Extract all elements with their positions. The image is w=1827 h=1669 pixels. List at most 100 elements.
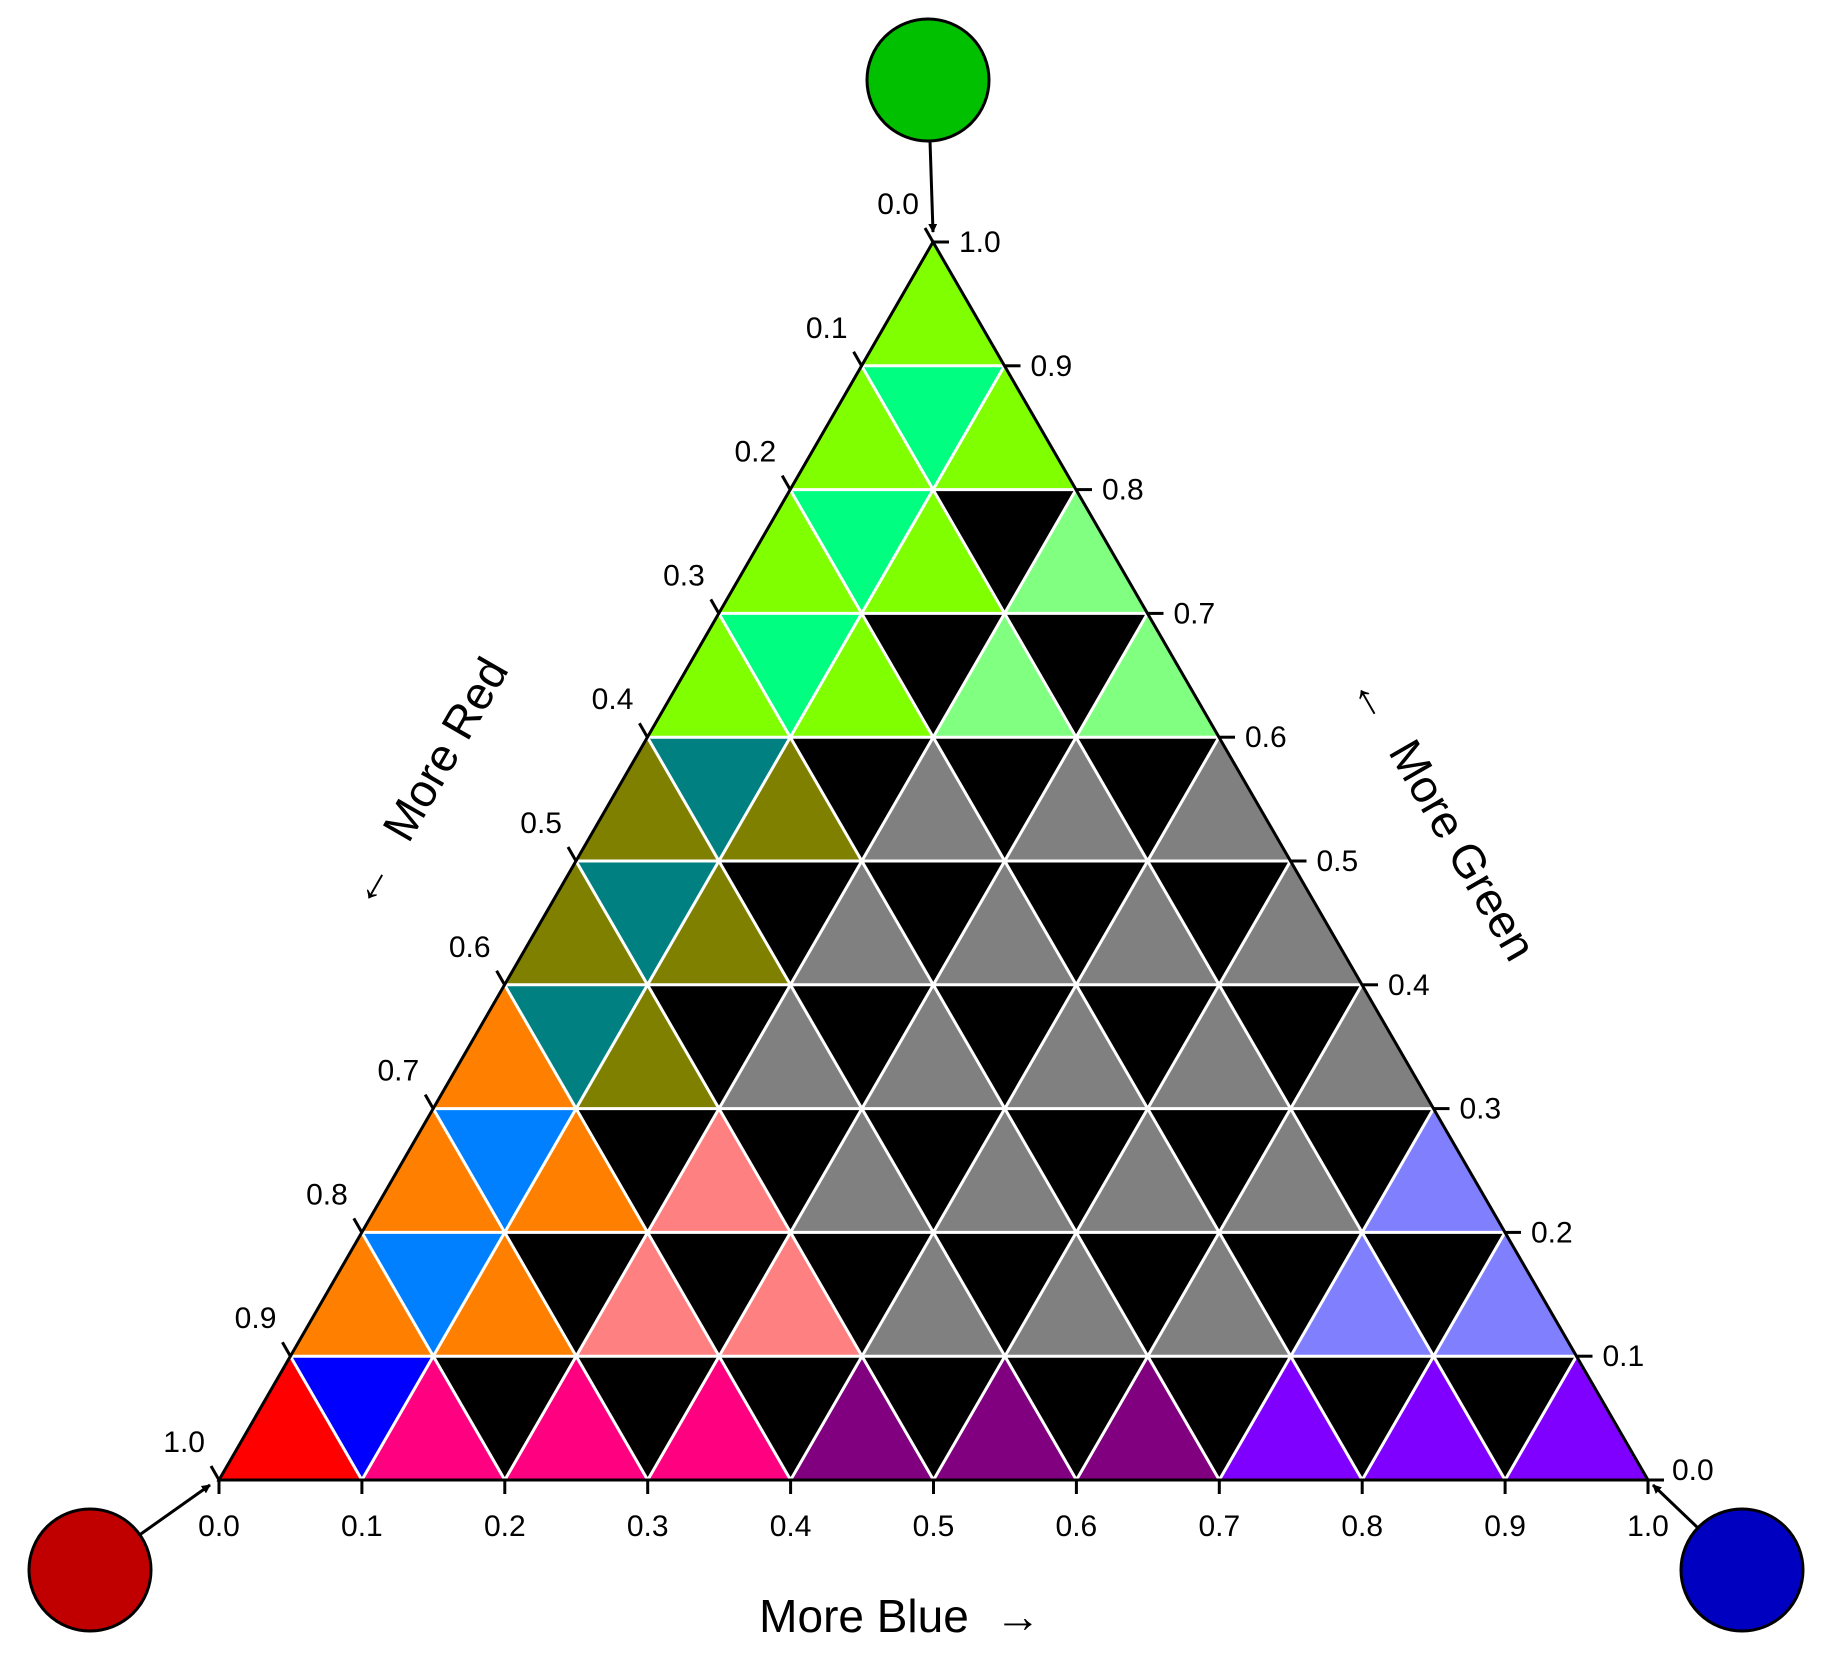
- cell-up-2-1: [504, 1108, 648, 1233]
- grid-red-1: [860, 365, 1507, 1481]
- cell-up-4-5: [1219, 861, 1362, 985]
- cell-up-2-4: [933, 1108, 1077, 1233]
- grid-red-5: [574, 860, 935, 1481]
- cell-up-8-0: [790, 365, 934, 490]
- axis-title-green-label: More Green: [1379, 731, 1547, 970]
- cell-down-4-1: [718, 861, 862, 985]
- cell-down-3-5: [1219, 984, 1362, 1109]
- cell-down-1-2: [647, 1232, 791, 1357]
- tick-red-10-mark: [209, 1465, 221, 1481]
- cell-down-0-4: [862, 1356, 1005, 1480]
- cell-up-0-5: [933, 1356, 1077, 1480]
- cell-down-4-2: [861, 861, 1005, 985]
- grid-red-8: [360, 1231, 507, 1481]
- grid-blue-8: [1360, 1231, 1507, 1481]
- tick-red-0-label: 0.0: [877, 188, 919, 221]
- cell-up-5-2: [861, 737, 1005, 861]
- tick-green-9-label: 0.9: [1031, 350, 1073, 383]
- tick-red-6-mark: [495, 970, 506, 986]
- tick-green-3-label: 0.3: [1460, 1093, 1502, 1126]
- cell-down-6-2: [1004, 613, 1148, 738]
- cell-up-0-3: [647, 1356, 791, 1480]
- cell-down-7-1: [933, 489, 1076, 614]
- axis-title-red: ←More Red: [334, 649, 518, 916]
- tick-red-9-label: 0.9: [235, 1302, 277, 1335]
- cell-up-4-0: [504, 861, 648, 985]
- cell-down-0-8: [1433, 1356, 1577, 1480]
- tick-green-0-label: 0.0: [1672, 1454, 1714, 1487]
- color-cells: [219, 242, 1648, 1480]
- marker-arrow-green: [928, 140, 938, 233]
- cell-up-1-5: [1004, 1232, 1148, 1357]
- cell-up-0-8: [1362, 1356, 1506, 1480]
- grid-blue-5: [932, 860, 1292, 1481]
- cell-down-0-1: [433, 1356, 577, 1480]
- cell-up-0-0: [219, 1356, 362, 1480]
- tick-green-4-label: 0.4: [1388, 969, 1430, 1002]
- cell-down-4-0: [576, 861, 719, 985]
- axis-title-green-arrow: ←: [1341, 665, 1409, 731]
- cell-up-3-2: [719, 984, 862, 1109]
- cell-up-6-2: [933, 613, 1077, 738]
- tick-red-3-mark: [709, 598, 721, 615]
- cell-down-5-2: [933, 737, 1077, 861]
- cell-up-3-6: [1290, 984, 1434, 1109]
- cell-down-0-5: [1004, 1356, 1148, 1480]
- marker-arrow-red: [138, 1483, 211, 1536]
- tick-blue-0-label: 0.0: [198, 1510, 240, 1543]
- cell-up-1-0: [290, 1232, 434, 1357]
- cell-up-0-7: [1219, 1356, 1363, 1480]
- cell-up-2-0: [361, 1108, 505, 1233]
- cell-down-6-0: [718, 613, 862, 738]
- cell-up-2-3: [790, 1108, 934, 1233]
- tick-red-2-label: 0.2: [734, 436, 776, 469]
- cell-down-1-3: [790, 1232, 934, 1357]
- tick-blue-7-label: 0.7: [1198, 1510, 1240, 1543]
- marker-circle-blue: [1679, 1507, 1805, 1633]
- cell-up-2-5: [1076, 1108, 1220, 1233]
- tick-blue-8-label: 0.8: [1341, 1510, 1383, 1543]
- cell-up-2-2: [647, 1108, 791, 1233]
- cell-up-7-1: [861, 489, 1005, 614]
- tick-blue-6-label: 0.6: [1056, 1510, 1098, 1543]
- tick-red-1-mark: [852, 351, 863, 367]
- grid-blue-7: [1218, 1107, 1435, 1481]
- tick-red-2-mark: [780, 474, 792, 491]
- cell-down-0-6: [1147, 1356, 1291, 1480]
- cell-up-5-4: [1147, 737, 1291, 861]
- cell-down-0-2: [576, 1356, 720, 1480]
- cell-down-3-1: [647, 984, 791, 1109]
- grid-blue-1: [360, 365, 1006, 1481]
- cell-down-1-4: [933, 1232, 1077, 1357]
- axis-title-blue-label: More Blue: [759, 1590, 969, 1642]
- cell-down-1-5: [1076, 1232, 1220, 1357]
- tick-green-1-label: 0.1: [1603, 1340, 1645, 1373]
- grid-lines: [289, 364, 1578, 1481]
- tick-red-1-label: 0.1: [806, 312, 848, 345]
- cell-up-5-1: [718, 737, 862, 861]
- cell-up-3-3: [861, 984, 1005, 1109]
- cell-down-0-0: [290, 1356, 434, 1480]
- cell-down-4-3: [1004, 861, 1148, 985]
- cell-down-2-4: [1004, 1108, 1148, 1233]
- grid-blue-6: [1075, 984, 1364, 1481]
- cell-up-0-1: [361, 1356, 505, 1480]
- cell-down-1-6: [1219, 1232, 1363, 1357]
- grid-red-9: [289, 1355, 364, 1481]
- tick-red-5-label: 0.5: [520, 807, 562, 840]
- cell-down-7-0: [790, 489, 934, 614]
- tick-red-5-mark: [566, 846, 578, 862]
- cell-up-1-1: [433, 1232, 577, 1357]
- cell-up-2-6: [1219, 1108, 1363, 1233]
- tick-green-6-label: 0.6: [1245, 721, 1287, 754]
- cell-up-4-1: [647, 861, 791, 985]
- tick-red-7-label: 0.7: [377, 1055, 419, 1088]
- cell-down-5-1: [790, 737, 934, 861]
- cell-down-0-7: [1290, 1356, 1434, 1480]
- grid-red-3: [717, 612, 1221, 1481]
- cell-up-1-3: [719, 1232, 862, 1357]
- cell-up-7-0: [718, 489, 862, 614]
- tick-blue-10-label: 1.0: [1627, 1510, 1669, 1543]
